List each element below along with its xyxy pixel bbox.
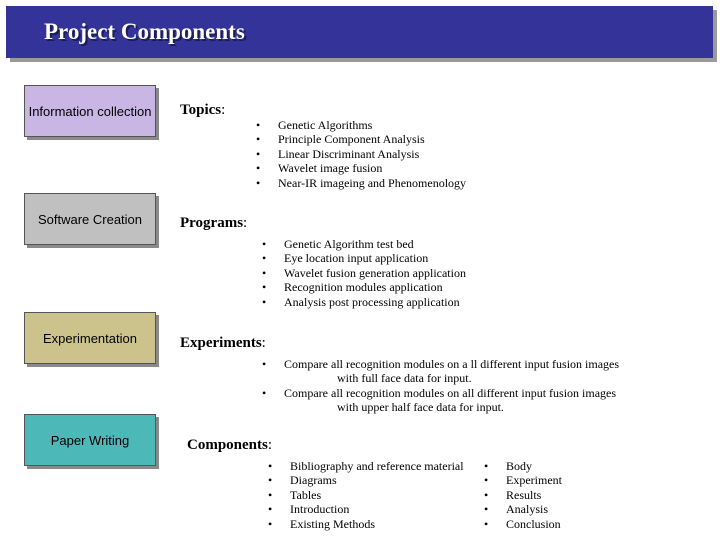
topics-heading: Topics: [180, 102, 226, 118]
software-creation-box: Software Creation [24, 193, 156, 245]
list-item: Results [484, 488, 562, 503]
title-banner: Project Components [6, 6, 713, 58]
experiments-heading: Experiments: [180, 335, 266, 351]
list-item: Wavelet image fusion [256, 161, 466, 176]
experimentation-box: Experimentation [24, 312, 156, 364]
list-item: Eye location input application [262, 251, 466, 266]
information-collection-label: Information collection [28, 103, 152, 119]
information-collection-box: Information collection [24, 85, 156, 137]
programs-list: Genetic Algorithm test bed Eye location … [262, 237, 466, 309]
list-item: Existing Methods [268, 517, 464, 532]
list-item: Tables [268, 488, 464, 503]
paper-writing-label: Paper Writing [50, 432, 130, 448]
list-item: Compare all recognition modules on all d… [262, 386, 619, 415]
list-item: Introduction [268, 502, 464, 517]
list-item: Compare all recognition modules on a ll … [262, 357, 619, 386]
experimentation-label: Experimentation [43, 330, 137, 346]
list-item: Analysis [484, 502, 562, 517]
list-item: Recognition modules application [262, 280, 466, 295]
list-item: Near-IR imageing and Phenomenology [256, 176, 466, 191]
list-item: Experiment [484, 473, 562, 488]
components-list-left: Bibliography and reference material Diag… [268, 459, 464, 531]
components-list-right: Body Experiment Results Analysis Conclus… [484, 459, 562, 531]
list-item: Analysis post processing application [262, 295, 466, 310]
list-item: Genetic Algorithms [256, 118, 466, 133]
list-item: Bibliography and reference material [268, 459, 464, 474]
paper-writing-box: Paper Writing [24, 414, 156, 466]
components-heading: Components: [187, 437, 273, 453]
list-item: Wavelet fusion generation application [262, 266, 466, 281]
experiments-list: Compare all recognition modules on a ll … [262, 357, 619, 415]
topics-list: Genetic Algorithms Principle Component A… [256, 118, 466, 190]
list-item: Linear Discriminant Analysis [256, 147, 466, 162]
list-item: Diagrams [268, 473, 464, 488]
list-item: Conclusion [484, 517, 562, 532]
list-item: Body [484, 459, 562, 474]
list-item: Principle Component Analysis [256, 132, 466, 147]
software-creation-label: Software Creation [37, 211, 143, 227]
list-item: Genetic Algorithm test bed [262, 237, 466, 252]
programs-heading: Programs: [180, 215, 248, 231]
page-title: Project Components [44, 19, 245, 44]
